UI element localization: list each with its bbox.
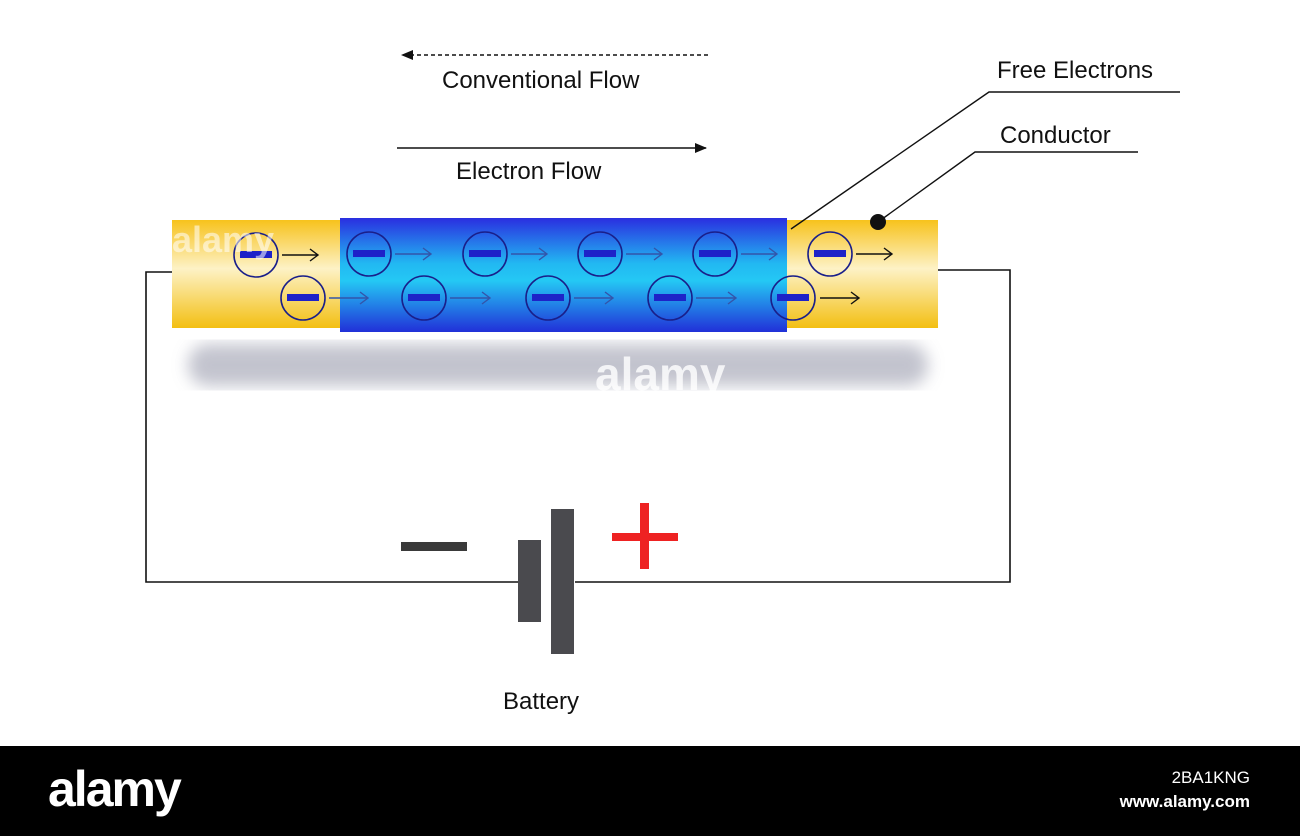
electron: [462, 231, 508, 277]
electron: [233, 232, 279, 278]
conductor-leader-line: [877, 151, 1138, 223]
watermark-logo: alamy: [48, 761, 182, 817]
electron: [692, 231, 738, 277]
watermark-image-id: 2BA1KNG: [1171, 768, 1250, 787]
electron: [577, 231, 623, 277]
watermark-footer: alamy 2BA1KNG www.alamy.com: [0, 746, 1300, 836]
electron: [647, 275, 693, 321]
battery-label: Battery: [503, 688, 580, 715]
conductor-right-segment: [786, 220, 938, 328]
conventional-flow-label: Conventional Flow: [442, 67, 640, 94]
right-circuit-wire: [575, 269, 1011, 583]
electron-direction-arrows: [282, 247, 894, 305]
watermark-url: www.alamy.com: [1119, 792, 1250, 811]
battery-negative-plate: [518, 540, 541, 622]
free-electrons-leader-line: [790, 91, 1180, 230]
electron: [280, 275, 326, 321]
conductor-left-segment: [172, 220, 342, 328]
free-electrons-label: Free Electrons: [997, 57, 1154, 84]
electron-flow-label: Electron Flow: [456, 158, 602, 185]
watermark-mark: alamy: [595, 348, 726, 400]
electron: [525, 275, 571, 321]
negative-terminal-symbol: [401, 542, 467, 551]
conductor-pointer-dot: [870, 214, 886, 230]
watermark-mark: alamy: [172, 219, 274, 260]
circuit-diagram: alamy alamy: [145, 50, 1180, 654]
positive-terminal-symbol-vertical: [640, 503, 649, 569]
electron: [346, 231, 392, 277]
battery-positive-plate: [551, 509, 574, 654]
conductor-label: Conductor: [1000, 122, 1111, 149]
electron: [401, 275, 447, 321]
conductor-shadow: [188, 344, 928, 386]
electron: [770, 275, 816, 321]
left-circuit-wire: [145, 271, 520, 583]
electron: [807, 231, 853, 277]
